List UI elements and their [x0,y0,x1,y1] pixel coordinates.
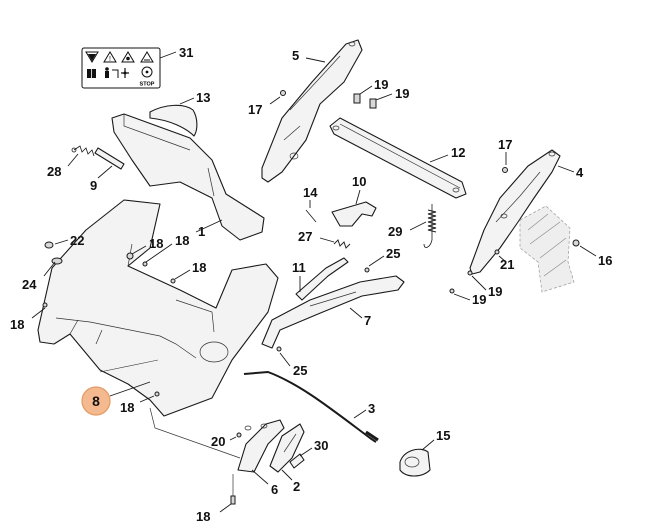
warning-triangle-icon [140,51,154,63]
label-29: 29 [388,224,402,239]
part-5-left-bar [261,39,363,183]
label-21: 21 [500,257,514,272]
part-9-pin [94,147,125,170]
label-31: 31 [179,45,193,60]
label-12: 12 [451,145,465,160]
part-11-bracket [295,257,349,301]
warning-triangle-icon: ! [103,51,117,63]
label-25-b: 25 [293,363,307,378]
grey-bracket [519,205,575,293]
label-18-b: 18 [149,236,163,251]
screw-group [353,93,377,109]
part-15-knob [399,448,431,477]
label-18-a: 18 [10,317,24,332]
part-28-spring [71,145,95,157]
label-13: 13 [196,90,210,105]
svg-text:!: ! [109,56,111,63]
label-17-a: 17 [248,102,262,117]
part-4-right-bar [469,149,561,275]
part-27-spring [333,239,351,249]
manual-icon [87,69,96,78]
label-18-c: 18 [175,233,189,248]
warning-triangle-icon [85,51,99,63]
part-3-cable [243,370,377,443]
label-15: 15 [436,428,450,443]
part-6-lever [237,419,285,473]
part-30-pin [289,453,305,469]
part-1-handle-cover [111,113,265,241]
label-4: 4 [576,165,584,180]
label-20: 20 [211,434,225,449]
label-24: 24 [22,277,37,292]
label-19-a: 19 [374,77,388,92]
label-18-f: 18 [196,509,210,524]
label-16: 16 [598,253,612,268]
label-19-b: 19 [395,86,409,101]
label-19-d: 19 [472,292,486,307]
part-13-cover [149,104,198,137]
label-6: 6 [271,482,278,497]
highlight-circle-8[interactable] [81,386,111,416]
part-29-spring [423,204,437,248]
label-27: 27 [298,229,312,244]
part-10-latch [331,201,377,227]
label-14: 14 [303,185,318,200]
label-22: 22 [70,233,84,248]
part-12-crossbar [329,117,467,199]
label-7: 7 [364,313,371,328]
label-3: 3 [368,401,375,416]
label-18-e: 18 [120,400,134,415]
label-1: 1 [198,224,205,239]
warning-triangle-icon [121,51,135,63]
stop-icon: STOP [140,66,155,88]
part-14-pin [305,209,317,223]
stop-text: STOP [140,82,155,88]
label-25-a: 25 [386,246,400,261]
label-9: 9 [90,178,97,193]
warning-decal: ! STOP [81,47,161,89]
label-19-c: 19 [488,284,502,299]
part-8-housing [37,199,279,417]
person-icon [105,67,119,78]
label-28: 28 [47,164,61,179]
label-10: 10 [352,174,366,189]
label-30: 30 [314,438,328,453]
label-8[interactable]: 8 [92,393,100,409]
label-11: 11 [292,260,306,275]
label-5: 5 [292,48,299,63]
part-7-bail [261,275,405,349]
label-2: 2 [293,479,300,494]
label-17-b: 17 [498,137,512,152]
blade-icon [121,68,129,78]
label-18-d: 18 [192,260,206,275]
screw-group [42,241,176,397]
